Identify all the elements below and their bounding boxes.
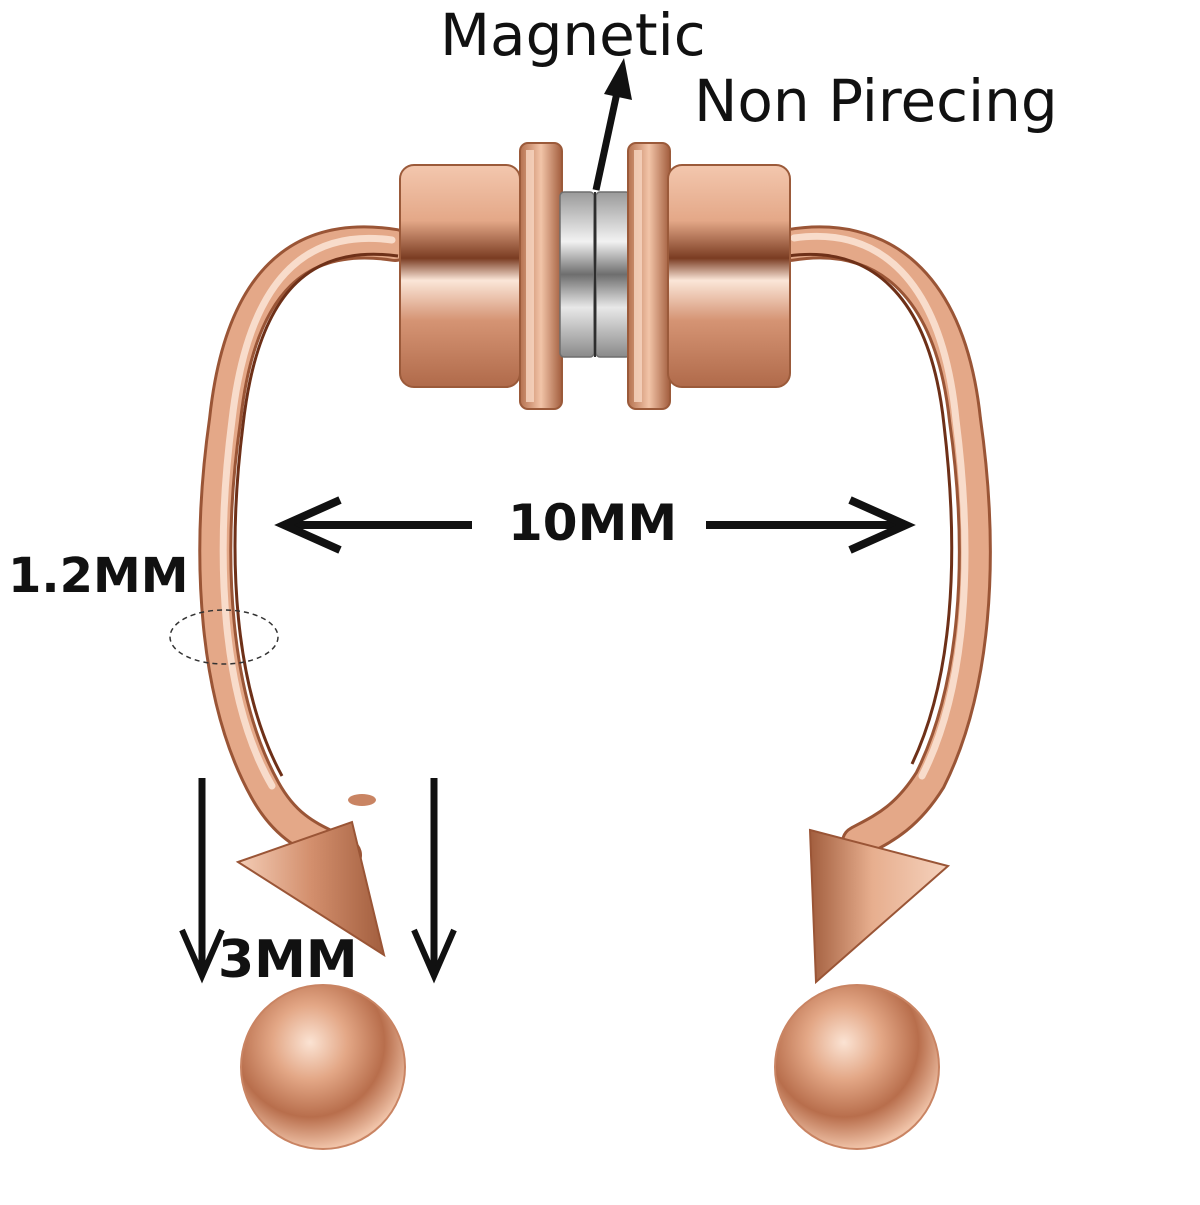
magnetic-clasp	[399, 142, 791, 410]
magnetic-pointer-arrow	[592, 58, 632, 191]
width-dimension-arrows	[274, 496, 916, 554]
magnetic-label: Magnetic	[440, 1, 706, 69]
right-spike-cone	[808, 828, 951, 985]
ball-size-label: 3MM	[218, 930, 358, 990]
left-ball	[240, 984, 406, 1150]
gauge-indicator-circle	[169, 609, 279, 665]
non-piercing-label: Non Pirecing	[694, 67, 1058, 135]
ball-size-arrows	[179, 778, 457, 984]
left-spike-cone	[235, 794, 386, 958]
gauge-label: 1.2MM	[8, 548, 189, 604]
width-label: 10MM	[508, 494, 678, 552]
right-ball	[774, 984, 940, 1150]
right-bar	[773, 225, 992, 859]
left-bar	[198, 225, 412, 872]
